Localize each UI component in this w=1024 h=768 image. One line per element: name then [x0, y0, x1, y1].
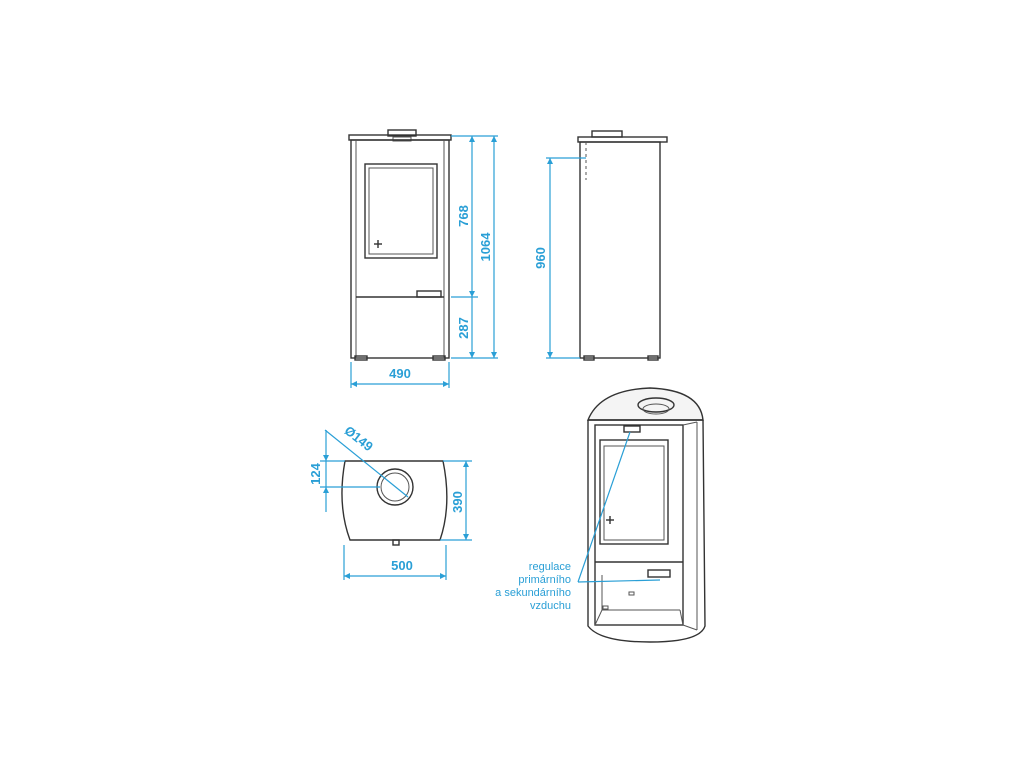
note-line-3: a sekundárního [495, 587, 571, 599]
note-line-4: vzduchu [530, 600, 571, 612]
air-control-leader [577, 431, 661, 583]
dim-flue-offset: 124 [308, 462, 323, 484]
dim-height-door: 768 [456, 205, 471, 227]
dim-width-front: 490 [389, 366, 411, 381]
top-view [341, 460, 448, 546]
perspective-view [586, 387, 706, 643]
front-dimensions: 490 768 287 1064 [350, 135, 498, 388]
note-line-1: regulace [529, 561, 571, 573]
dim-height-total: 1064 [478, 232, 493, 262]
side-dimensions: 960 [533, 157, 586, 359]
dim-depth-top: 390 [450, 491, 465, 513]
dim-width-top: 500 [391, 558, 413, 573]
top-dimensions: Ø149 124 390 500 [308, 423, 472, 580]
front-view [348, 129, 452, 361]
dim-height-side: 960 [533, 247, 548, 269]
air-control-note: regulace primárního a sekundárního vzduc… [495, 561, 571, 612]
dim-flue-diameter: Ø149 [342, 423, 376, 454]
note-line-2: primárního [518, 574, 571, 586]
dim-height-base: 287 [456, 317, 471, 339]
side-view [577, 130, 668, 361]
